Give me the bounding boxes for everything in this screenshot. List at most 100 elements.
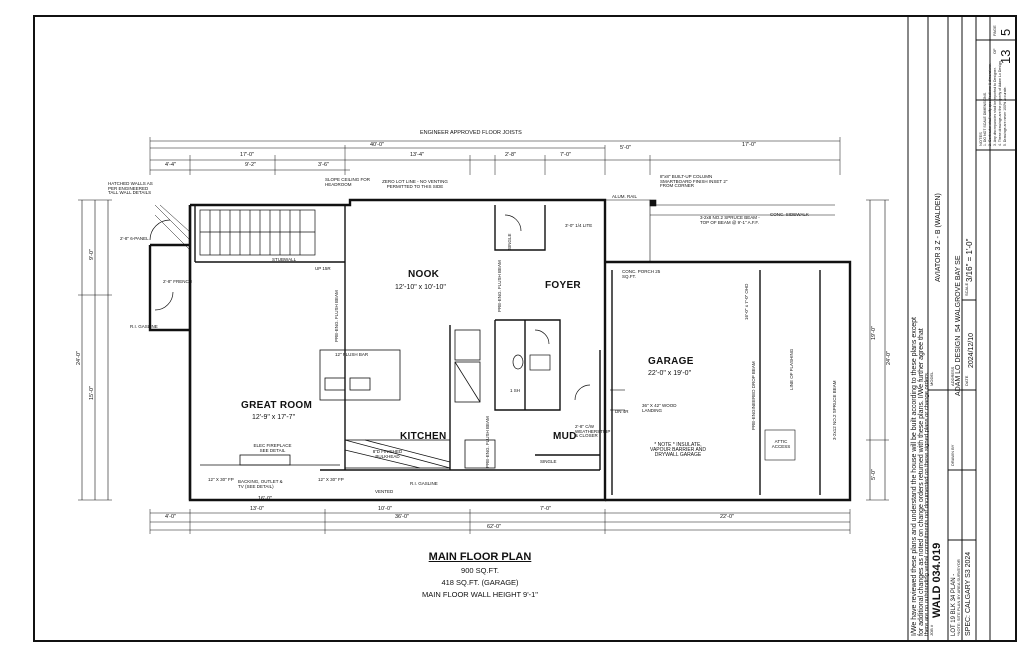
sidewalk-note: CONC. SIDEWALK [770,212,809,217]
gasline-note-1: R.I. GASLINE [130,324,158,329]
kitchen-counters [319,329,496,469]
dimension-lines [78,137,889,534]
dim-left-b: 15'-0" [89,385,95,400]
drawing-sheet [33,15,1017,642]
gasline-note-2: R.I. GASLINE [410,481,438,486]
dim-bottom-d: 13'-0" [250,506,265,512]
plan-title-block: MAIN FLOOR PLAN 900 SQ.FT. 418 SQ.FT. (G… [330,551,630,599]
attic-access-box [764,429,796,461]
porch-sidewalk [605,199,835,411]
lite-door: 3'-0" 1/4 LITE [565,223,593,228]
weatherstrip-note: 2'-8" C/W WEATHERSTRIP & CLOSER [575,424,611,438]
column-note: 8"x8" BUILT-UP COLUMN SMARTBOARD FINISH … [660,174,728,188]
room-great-room-dims: 12'-9" x 17'-7" [252,414,296,421]
plan-garage-area: 418 SQ.FT. (GARAGE) [441,578,519,587]
room-mud: MUD [553,431,577,442]
slope-ceiling-note: SLOPE CEILING FOR HEADROOM [325,177,371,187]
dim-top-b: 13'-4" [410,152,425,158]
job-label: JOB # [929,624,934,636]
model-value: AVIATOR 3 Z - B (WALDEN) [935,193,942,282]
attic-access-note: ATTIC ACCESS [771,439,791,449]
site-plan-note: *NOTE: SITE PLAN BY AREA SURVEYOR [956,559,961,636]
ohd-note: 16'-0" x 7'-0" OHD [744,283,749,320]
half-bath-label: 1 SH [510,388,521,393]
porch-note: CONC. PORCH 25 SQ.FT. [622,269,661,279]
dim-bottom-c: 4'-0" [165,514,176,520]
hatched-walls [154,204,191,251]
dim-bottom-a: 36'-0" [395,514,410,520]
room-garage: GARAGE [648,356,694,367]
scale-value: 3/16" = 1'-0" [965,238,974,282]
spec-info: SPEC: CALGARY S3 2024 [965,551,972,636]
bulkhead-note: 8"D FINISHED BULKHEAD [372,449,403,459]
dim-top-h: 3'-6" [318,162,329,168]
fireplace [200,454,340,466]
notes-line-3: 3. Any discrepancies shall be reported t… [993,67,997,146]
single-door-2: SINGLE [540,459,557,464]
dn4r-note: DN 4R [615,409,629,414]
dim-bottom-g: 10'-0" [378,506,393,512]
dim-bottom-b: 22'-0" [720,514,735,520]
flush-beam-2: PRE-ENG. FLUSH BEAM [497,260,502,312]
drop-beam-note: PRE-ENGINEERED DROP BEAM [751,361,756,430]
window-note-1: 12" X 30" FP [208,477,234,482]
dim-left-a: 9'-0" [89,249,95,260]
bath-fixtures [512,354,551,371]
drawn-by-value: ADAM LO DESIGN [955,335,962,396]
date-label: DATE [964,375,969,386]
notes-line-4: 4. These drawings are the property of Ad… [998,60,1002,146]
flush-bar-note: 12" FLUSH BAR [335,352,369,357]
dim-top-right: 17'-0" [742,142,757,148]
flush-beam-1: PRE-ENG. FLUSH BEAM [334,290,339,342]
total-pages: 13 [998,49,1013,64]
address-value: 54 WALGROVE BAY SE [955,255,962,332]
landing-note: 36" X 42" WOOD LANDING [642,403,677,413]
dim-bottom-overall: 62'-0" [487,524,502,530]
stubwall-note: STUBWALL [272,257,297,262]
room-nook-dims: 12'-10" x 10'-10" [395,284,446,291]
drawn-by-label: DRAWN BY [950,444,955,466]
plan-wall-height: MAIN FLOOR WALL HEIGHT 9'-1" [422,590,538,599]
dim-left-overall: 24'-0" [76,350,82,365]
dim-top-e: 5'-0" [620,145,631,151]
room-nook: NOOK [408,269,440,280]
page-number: 5 [998,28,1013,36]
room-garage-dims: 22'-0" x 19'-0" [648,370,692,377]
job-number: WALD 034.019 [931,542,943,618]
stair-up-note: UP 15R [315,266,331,271]
room-foyer: FOYER [545,280,581,291]
dim-right-b: 5'-0" [871,469,877,480]
page-label: PAGE [992,25,997,36]
alum-rail-note: ALUM. RAIL [612,194,638,199]
lot-line-note: ZERO LOT LINE - NO VENTING PERMITTED TO … [382,179,448,189]
dim-top-c: 2'-8" [505,152,516,158]
dim-top-d: 7'-0" [560,152,571,158]
model-label: MODEL [929,371,934,386]
insulate-note: * NOTE * INSULATE, VAPOUR BARRIER AND DR… [649,442,707,458]
vented-note: VENTED [375,489,394,494]
dim-top-a: 17'-0" [240,152,255,158]
hatched-walls-note: HATCHED WALLS AS PER ENGINEERED TALL WAL… [108,181,153,195]
plan-area: 900 SQ.FT. [461,566,499,575]
dim-bottom-e: 16'-0" [258,496,273,502]
plan-title: MAIN FLOOR PLAN [428,551,532,563]
single-door-1: SINGLE [507,233,512,250]
disclaimer-line-1: I/We have reviewed these plans and under… [911,317,918,636]
notes-line-1: 1. DO NOT SCALE DIMENSIONS. [983,91,987,146]
dim-top-overall: 40'-0" [370,142,385,148]
room-great-room: GREAT ROOM [241,400,313,411]
scale-label: SCALE [964,282,969,296]
notes-line-5: 5. Drawings are never 100% accurate. [1003,86,1007,146]
of-label: OF [992,48,997,54]
fireplace-note: ELEC FIREPLACE SEE DETAIL [253,443,292,453]
doors [149,214,591,401]
date-value: 2024/12/10 [968,332,975,368]
french-door: 2'-8" FRENCH [163,279,192,284]
window-note-2: 12" X 30" FP [318,477,344,482]
backing-note: BACKING, OUTLET & TV (SEE DETAIL) [238,479,283,489]
room-kitchen: KITCHEN [400,431,447,442]
dim-bottom-f: 7'-0" [540,506,551,512]
dim-top-g: 9'-2" [245,162,256,168]
title-block-frame [907,17,1015,640]
